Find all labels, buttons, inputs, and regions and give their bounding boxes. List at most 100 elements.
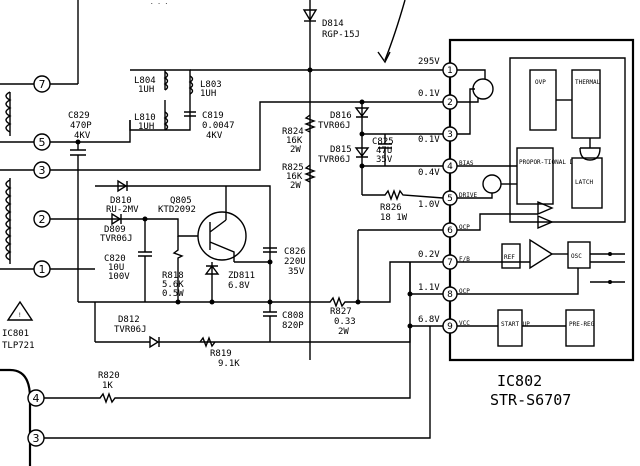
ic802-pin-4: 4 bbox=[442, 158, 458, 174]
d814-diode-symbol bbox=[302, 9, 318, 22]
c820-ref: C820 bbox=[104, 254, 126, 264]
c825-ref: C825 bbox=[372, 137, 394, 147]
l803-ref: L803 bbox=[200, 80, 222, 90]
pin4-tag: BIAS bbox=[459, 160, 474, 167]
conn-pin-5: 5 bbox=[33, 133, 51, 151]
svg-text:2: 2 bbox=[447, 98, 453, 108]
wire-ic801-pin3 bbox=[44, 326, 431, 439]
r826-value: 18 1W bbox=[380, 213, 408, 223]
ic-or-gate bbox=[579, 138, 601, 161]
svg-text:5: 5 bbox=[39, 136, 46, 149]
svg-text:7: 7 bbox=[39, 78, 46, 91]
l804-ref: L804 bbox=[134, 76, 156, 86]
c829-capacitor bbox=[70, 142, 86, 302]
junction-dot bbox=[407, 323, 413, 329]
c819-value2: 4KV bbox=[206, 131, 223, 141]
r825-value2: 2W bbox=[290, 181, 301, 191]
ic-wire-pin6 bbox=[457, 213, 538, 231]
c829-ref: C829 bbox=[68, 111, 90, 121]
ic-wire-pin5 bbox=[457, 193, 493, 199]
junction-dot bbox=[407, 291, 413, 297]
l810-inductor bbox=[163, 111, 169, 131]
wire-d812 bbox=[95, 325, 443, 349]
svg-text:5: 5 bbox=[447, 194, 453, 204]
wire-l804 bbox=[130, 69, 166, 90]
wire-r820 bbox=[44, 262, 411, 404]
d809-value: TVR06J bbox=[100, 234, 133, 244]
d815-value: TVR06J bbox=[318, 155, 351, 165]
d810-diode bbox=[117, 179, 128, 193]
ic802-pin-2: 2 bbox=[442, 94, 458, 110]
warning-triangle-icon bbox=[6, 300, 34, 321]
wire-pin6 bbox=[357, 229, 443, 302]
svg-text:6: 6 bbox=[447, 226, 453, 236]
r826-resistor bbox=[362, 189, 444, 201]
ic-junction-1 bbox=[608, 252, 612, 256]
r819-value: 9.1K bbox=[218, 359, 240, 369]
c808-ref: C808 bbox=[282, 311, 304, 321]
conn-pin-1: 1 bbox=[33, 260, 51, 278]
svg-text:3: 3 bbox=[33, 432, 40, 445]
ic-junction-2 bbox=[608, 280, 612, 284]
conn-pin-7: 7 bbox=[33, 75, 51, 93]
c819-ref: C819 bbox=[202, 111, 224, 121]
junction-dot bbox=[209, 299, 215, 305]
start-up-block bbox=[497, 309, 523, 347]
svg-text:4: 4 bbox=[33, 392, 40, 405]
c825-value1: 47U bbox=[376, 146, 392, 156]
ic802-designator: IC802 bbox=[497, 372, 542, 390]
ic802-pin-8: 8 bbox=[442, 286, 458, 302]
ic801-part-number: TLP721 bbox=[2, 341, 35, 351]
pin7-voltage: 0.2V bbox=[418, 250, 440, 260]
svg-text:2: 2 bbox=[39, 213, 46, 226]
svg-text:8: 8 bbox=[447, 290, 453, 300]
r827-value2: 2W bbox=[338, 327, 349, 337]
d814-value: RGP-15J bbox=[322, 30, 360, 40]
zd811-zener bbox=[204, 262, 220, 302]
ic-buffer-1 bbox=[537, 200, 554, 216]
c819-capacitor bbox=[184, 111, 196, 117]
r818-ref: R818 bbox=[162, 271, 184, 281]
ic802-outline bbox=[448, 38, 635, 362]
d814-ref: D814 bbox=[322, 19, 344, 29]
ic802-part-number: STR-S6707 bbox=[490, 391, 571, 409]
c808-capacitor bbox=[263, 302, 277, 342]
r826-ref: R826 bbox=[380, 203, 402, 213]
svg-text:3: 3 bbox=[447, 130, 453, 140]
d815-diode bbox=[354, 147, 370, 158]
svg-text:1: 1 bbox=[447, 66, 453, 76]
l803-inductor bbox=[188, 75, 194, 95]
junction-dot bbox=[307, 67, 313, 73]
pre-reg-block bbox=[565, 309, 595, 347]
d810-ref: D810 bbox=[110, 196, 132, 206]
ic802-pin-7: 7 bbox=[442, 254, 458, 270]
pin5-voltage: 1.0V bbox=[418, 200, 440, 210]
l804-value: 1UH bbox=[138, 85, 154, 95]
winding-top-leads bbox=[0, 83, 34, 143]
ic802-pin-6: 6 bbox=[442, 222, 458, 238]
c826-capacitor bbox=[263, 247, 277, 253]
pin8-voltage: 1.1V bbox=[418, 283, 440, 293]
ic802-pin-9: 9 bbox=[442, 318, 458, 334]
c825-value2: 35V bbox=[376, 155, 393, 165]
d816-diode bbox=[354, 107, 370, 118]
thermal-block bbox=[571, 69, 601, 139]
c826-value2: 35V bbox=[288, 267, 305, 277]
conn-pin-3: 3 bbox=[33, 161, 51, 179]
l810-ref: L810 bbox=[134, 113, 156, 123]
junction-dot bbox=[75, 139, 81, 145]
junction-dot bbox=[355, 299, 361, 305]
r818-resistor bbox=[172, 236, 184, 302]
pin7-tag: F/B bbox=[459, 256, 470, 263]
junction-dot bbox=[359, 99, 365, 105]
c826-ref: C826 bbox=[284, 247, 306, 257]
r827-value1: 0.33 bbox=[334, 317, 356, 327]
warning-mark: ! bbox=[18, 312, 22, 319]
pin4-voltage: 0.4V bbox=[418, 168, 440, 178]
l810-value: 1UH bbox=[138, 122, 154, 132]
ic-main-transistor bbox=[472, 78, 494, 100]
r824-resistor bbox=[304, 114, 316, 133]
r825-value1: 16K bbox=[286, 172, 303, 182]
